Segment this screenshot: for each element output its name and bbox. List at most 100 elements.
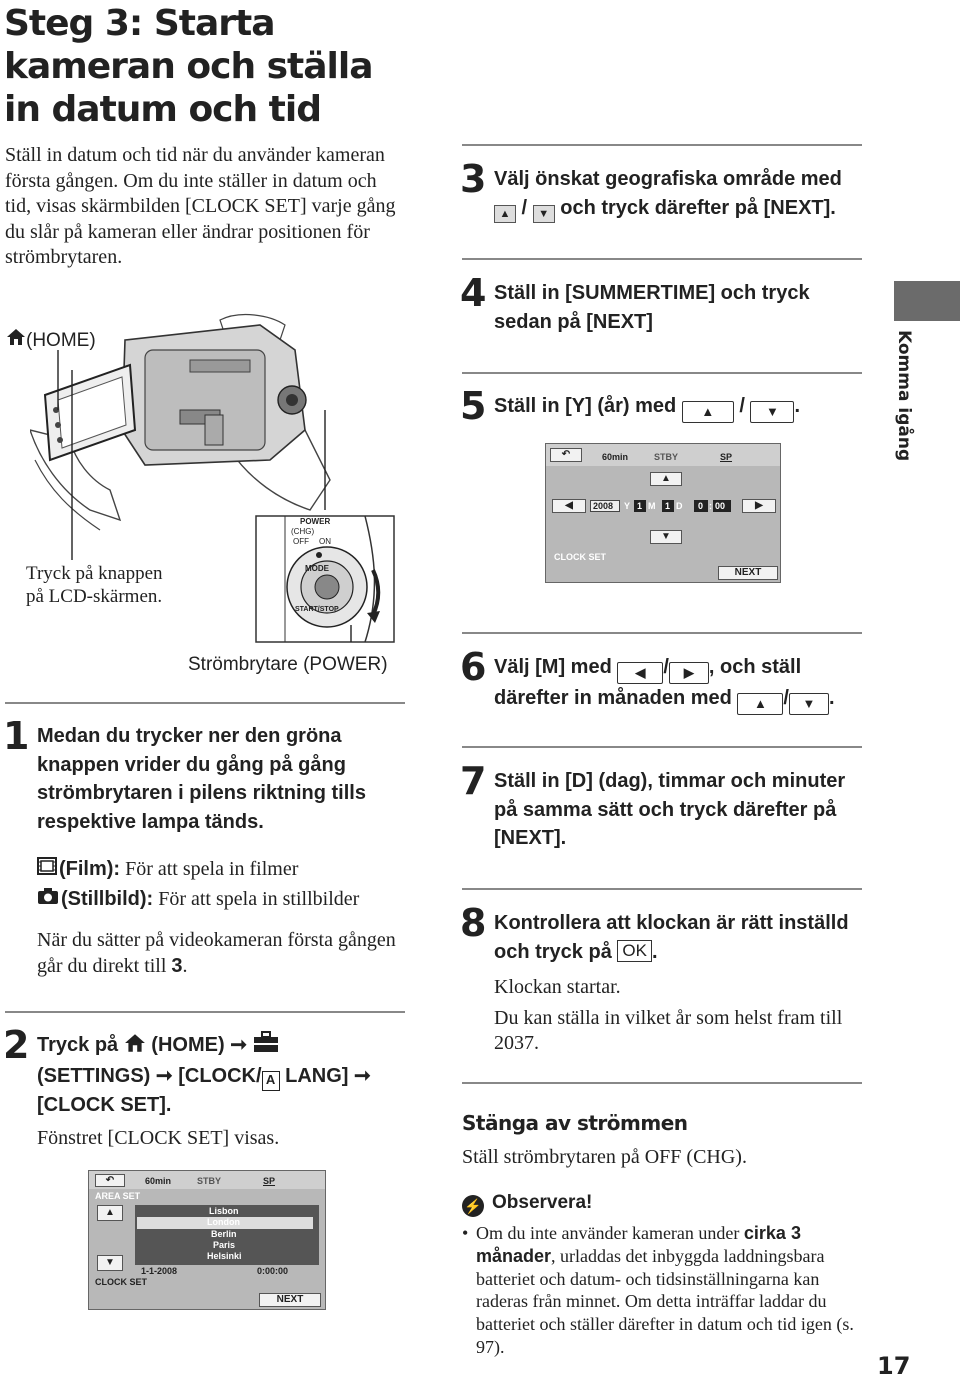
year-value[interactable]: 2008 <box>593 501 614 511</box>
toolbox-icon <box>253 1031 279 1062</box>
step-number: 6 <box>460 645 487 689</box>
lcd-footer: CLOCK SET <box>554 552 607 562</box>
power-off-heading: Stänga av strömmen <box>462 1111 688 1135</box>
lcd-area-set-screen: ↶ 60min STBY SP AREA SET ▲ ▼ Lisbon Lond… <box>88 1170 326 1310</box>
city-item[interactable]: Berlin <box>211 1229 237 1239</box>
right-button[interactable]: ▶ <box>742 499 776 513</box>
svg-text:(CHG): (CHG) <box>291 527 314 536</box>
home-icon <box>6 328 26 352</box>
step-8-result: Klockan startar. Du kan ställa in vilket… <box>494 976 843 1054</box>
down-arrow-button-icon: ▼ <box>532 204 555 223</box>
step-number: 3 <box>460 157 487 201</box>
lcd-time: 0:00:00 <box>257 1266 289 1276</box>
step-6: 6 Välj [M] med ◀/▶, och ställ därefter i… <box>460 647 869 715</box>
svg-text:START/STOP: START/STOP <box>295 606 339 613</box>
standby-indicator: STBY <box>654 452 679 462</box>
divider <box>5 1011 405 1013</box>
film-mode-line: (Film): För att spela in filmer <box>37 857 407 883</box>
up-arrow-button-icon: ▲ <box>494 204 516 223</box>
step-number: 7 <box>460 759 487 803</box>
up-button[interactable]: ▲ <box>97 1205 123 1221</box>
svg-text:ON: ON <box>319 537 331 546</box>
up-arrow-button-icon: ▲ <box>681 401 734 423</box>
ok-button-icon: OK <box>617 939 652 962</box>
left-button[interactable]: ◀ <box>552 499 586 513</box>
divider <box>462 1082 862 1084</box>
divider <box>462 144 862 146</box>
step-number: 4 <box>460 271 487 315</box>
home-label: (HOME) <box>6 328 96 352</box>
battery-indicator: 60min <box>145 1176 172 1186</box>
lang-icon: A <box>261 1070 280 1091</box>
step-8: 8 Kontrollera att klockan är rätt instäl… <box>460 901 849 963</box>
arrow-right-icon: ➞ <box>155 1064 173 1087</box>
lcd-date: 1-1-2008 <box>141 1266 178 1276</box>
quality-indicator: SP <box>263 1176 276 1186</box>
down-button[interactable]: ▼ <box>97 1255 123 1271</box>
standby-indicator: STBY <box>197 1176 222 1186</box>
divider <box>5 702 405 704</box>
left-arrow-button-icon: ◀ <box>617 662 664 684</box>
right-arrow-button-icon: ▶ <box>668 662 709 684</box>
warning-icon: ⚡ <box>462 1195 484 1217</box>
step-number: 1 <box>3 714 30 758</box>
city-item[interactable]: Paris <box>213 1240 236 1250</box>
minute-value[interactable]: 00 <box>715 501 726 511</box>
down-arrow-button-icon: ▼ <box>750 401 795 423</box>
camcorder-illustration <box>30 314 331 560</box>
section-tab-label: Komma igång <box>894 330 914 462</box>
up-arrow-button-icon: ▲ <box>737 693 784 715</box>
hour-value[interactable]: 0 <box>698 501 704 511</box>
divider <box>462 632 862 634</box>
back-button[interactable]: ↶ <box>550 448 582 462</box>
step-4: 4 Ställ in [SUMMERTIME] och tryck sedan … <box>460 271 810 333</box>
battery-indicator: 60min <box>602 452 629 462</box>
intro-text: Ställ in datum och tid när du använder k… <box>5 144 396 269</box>
note-heading: ⚡Observera! <box>462 1192 592 1217</box>
power-switch-closeup: POWER (CHG) OFF ON MODE START/STOP <box>255 515 395 643</box>
step-2: 2 Tryck på (HOME) ➞ (SETTINGS) ➞ [CLOCK/… <box>3 1023 371 1116</box>
camera-icon <box>37 887 61 913</box>
divider <box>462 258 862 260</box>
arrow-right-icon: ➞ <box>230 1034 247 1056</box>
section-tab-marker <box>894 281 960 321</box>
city-item[interactable]: London <box>207 1217 240 1227</box>
up-button[interactable]: ▲ <box>650 472 682 486</box>
lcd-footer: CLOCK SET <box>95 1277 148 1287</box>
month-value[interactable]: 1 <box>637 501 643 511</box>
step-number: 2 <box>3 1023 30 1067</box>
step-number: 5 <box>460 384 487 428</box>
city-item[interactable]: Lisbon <box>209 1206 239 1216</box>
day-value[interactable]: 1 <box>665 501 671 511</box>
back-button[interactable]: ↶ <box>95 1174 125 1187</box>
lcd-clock-set-screen: ↶ 60min STBY SP ▲ ◀ ▶ 2008 Y 1 M 1 D 0 :… <box>545 443 781 583</box>
next-button[interactable]: NEXT <box>259 1293 321 1307</box>
note-bullet: • Om du inte använder kameran under cirk… <box>462 1223 854 1357</box>
step-5: 5 Ställ in [Y] (år) med ▲ / ▼. <box>460 384 801 428</box>
step-1-note: När du sätter på videokameran första gån… <box>37 929 396 977</box>
next-button[interactable]: NEXT <box>718 566 778 580</box>
step-1: 1 Medan du trycker ner den gröna knappen… <box>3 714 366 833</box>
arrow-right-icon: ➞ <box>354 1064 371 1087</box>
page-title: Steg 3: Starta kameran och ställa in dat… <box>4 3 374 130</box>
svg-text:OFF: OFF <box>293 537 309 546</box>
quality-indicator: SP <box>720 452 733 462</box>
power-caption: Strömbrytare (POWER) <box>188 654 388 675</box>
film-icon <box>37 857 59 883</box>
step-number: 8 <box>460 901 487 945</box>
lcd-header: AREA SET <box>95 1191 141 1201</box>
home-icon <box>124 1033 146 1062</box>
svg-text:POWER: POWER <box>300 517 330 526</box>
step-2-result: Fönstret [CLOCK SET] visas. <box>37 1127 280 1149</box>
lcd-caption: Tryck på knappen på LCD-skärmen. <box>26 563 163 607</box>
divider <box>462 746 862 748</box>
divider <box>462 888 862 890</box>
down-button[interactable]: ▼ <box>650 530 682 544</box>
city-item[interactable]: Helsinki <box>207 1251 242 1261</box>
power-off-text: Ställ strömbrytaren på OFF (CHG). <box>462 1146 747 1168</box>
page-number: 17 <box>877 1352 911 1380</box>
step-7: 7 Ställ in [D] (dag), timmar och minuter… <box>460 759 846 849</box>
step-3: 3 Välj önskat geografiska område med ▲ /… <box>460 159 864 223</box>
still-mode-line: (Stillbild): För att spela in stillbilde… <box>37 887 407 913</box>
down-arrow-button-icon: ▼ <box>788 693 829 715</box>
